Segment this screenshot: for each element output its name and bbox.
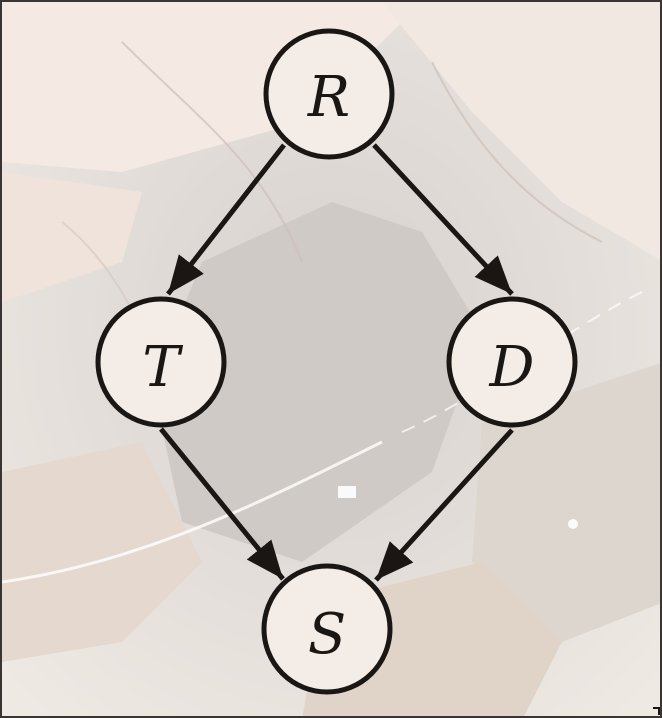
corner-mark (653, 707, 660, 715)
node-d-label: D (489, 335, 535, 400)
edge-d-to-s (374, 428, 514, 582)
node-r-label: R (307, 65, 350, 130)
edge-r-to-d (372, 143, 514, 296)
edge-r-to-t (166, 143, 286, 296)
edge-t-to-s (159, 427, 285, 581)
node-s-label: S (308, 602, 346, 667)
node-s: S (261, 563, 393, 695)
node-t: T (95, 296, 227, 428)
node-r: R (263, 28, 395, 160)
node-t-label: T (142, 335, 183, 400)
node-d: D (446, 296, 578, 428)
